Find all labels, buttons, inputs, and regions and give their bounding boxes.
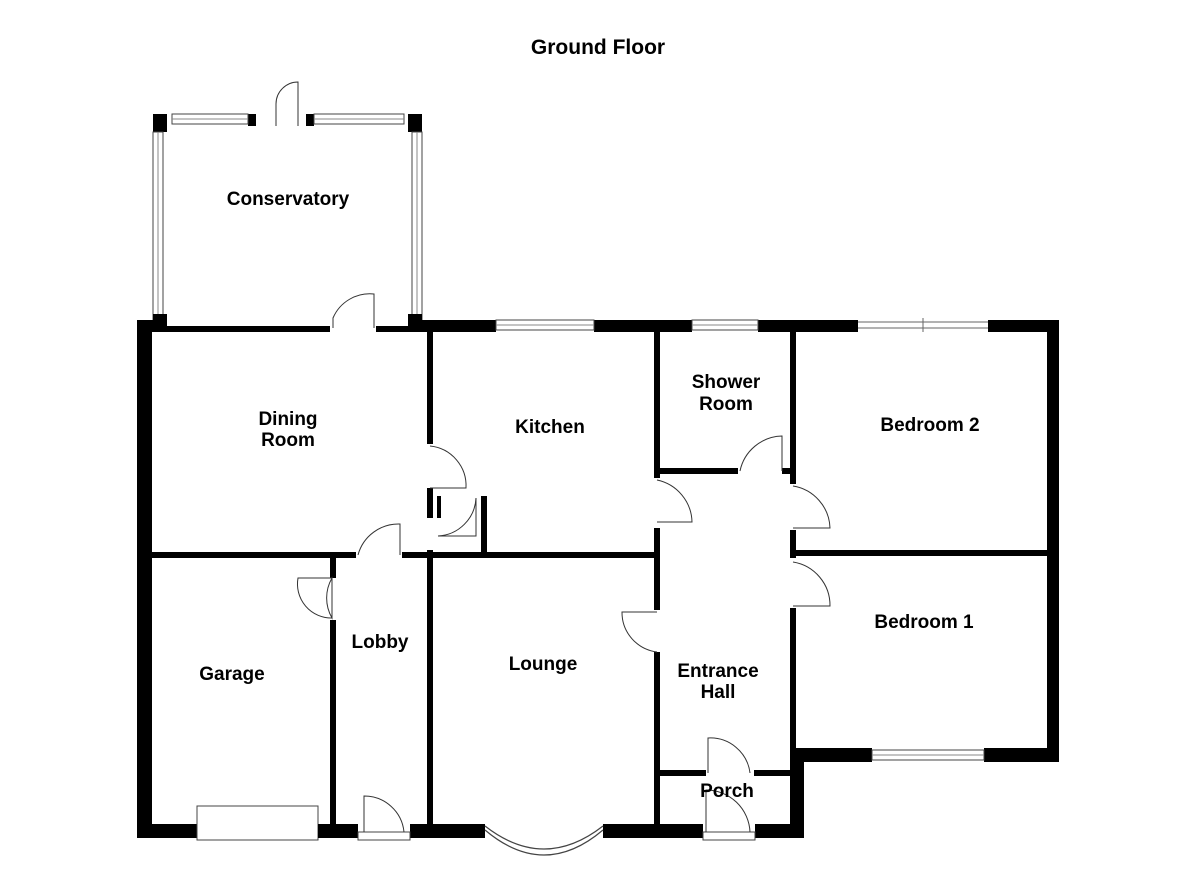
room-label-bedroom-1: Bedroom 1 [874,612,974,633]
room-label-bedroom-2: Bedroom 2 [880,415,979,436]
room-label-lounge: Lounge [509,654,578,675]
room-label-kitchen: Kitchen [515,417,585,438]
conservatory-walls [152,113,423,328]
hall-bedroom2-door-icon [792,485,831,529]
hall-porch-door-icon [707,737,751,774]
hall-bedroom1-door-icon [792,561,831,607]
shower-hall-door-icon [739,435,783,472]
conservatory-door-icon [275,81,299,126]
lounge-hall-door-icon [621,611,658,653]
room-label-hall-line2: Hall [701,682,736,703]
outer-walls [137,318,1059,841]
lobby-garage-door-icon [296,576,333,620]
room-label-shower-line2: Room [699,394,753,415]
cupboard-door-icon [437,497,477,537]
internal-walls [152,326,1047,830]
room-label-garage: Garage [199,664,264,685]
room-label-porch: Porch [700,781,754,802]
room-label-lobby: Lobby [352,632,409,653]
room-label-conservatory: Conservatory [227,189,350,210]
kitchen-hall-door-icon [656,479,693,523]
porch-front-door-icon [705,789,751,833]
dining-conservatory-door-icon [332,293,375,328]
room-label-shower-line1: Shower [692,372,761,393]
bay-window-icon [484,829,604,856]
floor-title: Ground Floor [531,36,665,59]
dining-lobby-door-icon [357,523,401,556]
room-label-dining-line2: Room [261,430,315,451]
room-label-hall-line1: Entrance [677,661,758,682]
dining-kitchen-door-icon [429,445,467,489]
door-swings [296,293,831,833]
lobby-front-door-icon [363,795,405,833]
room-label-dining-line1: Dining [258,409,317,430]
